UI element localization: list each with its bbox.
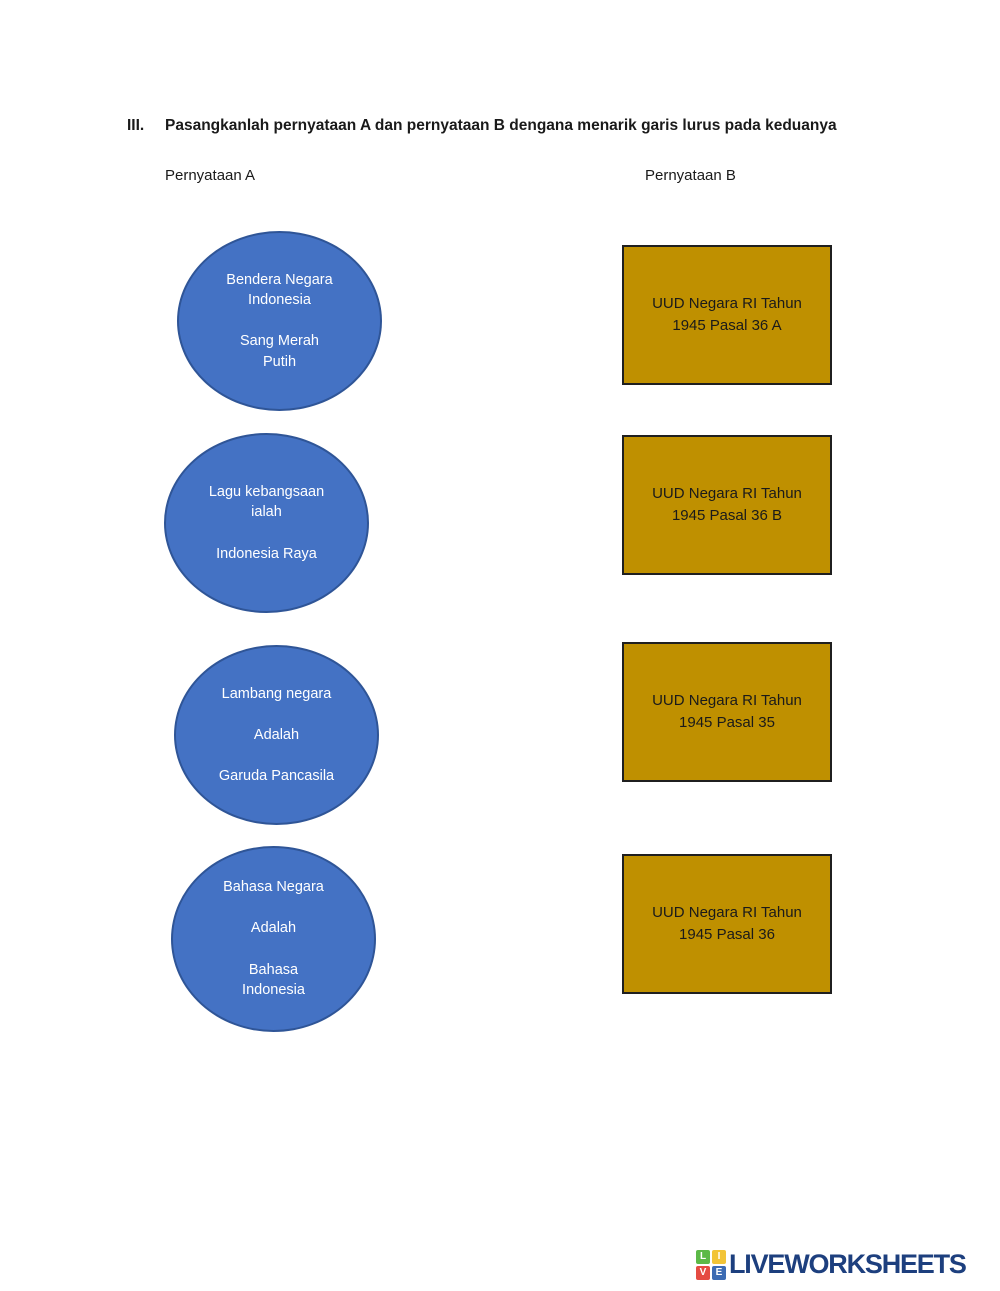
- statement-b-box-pasal-36a[interactable]: UUD Negara RI Tahun 1945 Pasal 36 A: [622, 245, 832, 385]
- statement-b-text: UUD Negara RI Tahun 1945 Pasal 35: [652, 691, 802, 732]
- statement-a-text: Lagu kebangsaan ialah Indonesia Raya: [208, 483, 325, 562]
- liveworksheets-logo-icon: L I V E: [696, 1249, 726, 1280]
- instruction-text: Pasangkanlah pernyataan A dan pernyataan…: [165, 117, 837, 134]
- liveworksheets-logo-text: LIVEWORKSHEETS: [729, 1249, 967, 1279]
- statement-a-ellipse-anthem[interactable]: Lagu kebangsaan ialah Indonesia Raya: [164, 433, 369, 613]
- statement-b-box-pasal-36b[interactable]: UUD Negara RI Tahun 1945 Pasal 36 B: [622, 435, 832, 575]
- statement-a-ellipse-flag[interactable]: Bendera Negara Indonesia Sang Merah Puti…: [177, 231, 382, 411]
- logo-tile-i: I: [712, 1249, 726, 1264]
- statement-b-box-pasal-36[interactable]: UUD Negara RI Tahun 1945 Pasal 36: [622, 854, 832, 994]
- statement-a-ellipse-emblem[interactable]: Lambang negara Adalah Garuda Pancasila: [174, 645, 379, 825]
- statement-b-text: UUD Negara RI Tahun 1945 Pasal 36: [652, 903, 802, 944]
- liveworksheets-logo[interactable]: L I V E LIVEWORKSHEETS: [696, 1249, 967, 1280]
- column-b-label: Pernyataan B: [645, 167, 736, 184]
- statement-b-text: UUD Negara RI Tahun 1945 Pasal 36 B: [652, 484, 802, 525]
- logo-tile-l: L: [696, 1249, 710, 1264]
- statement-a-text: Bahasa Negara Adalah Bahasa Indonesia: [223, 879, 324, 999]
- logo-tile-e: E: [712, 1265, 726, 1280]
- statement-a-ellipse-language[interactable]: Bahasa Negara Adalah Bahasa Indonesia: [171, 846, 376, 1032]
- statement-b-box-pasal-35[interactable]: UUD Negara RI Tahun 1945 Pasal 35: [622, 642, 832, 782]
- section-number: III.: [127, 117, 145, 134]
- section-heading: III. Pasangkanlah pernyataan A dan perny…: [127, 117, 887, 135]
- statement-a-text: Bendera Negara Indonesia Sang Merah Puti…: [226, 271, 333, 370]
- statement-b-text: UUD Negara RI Tahun 1945 Pasal 36 A: [652, 294, 802, 335]
- column-a-label: Pernyataan A: [165, 167, 256, 184]
- statement-a-text: Lambang negara Adalah Garuda Pancasila: [218, 685, 335, 784]
- logo-tile-v: V: [696, 1265, 710, 1280]
